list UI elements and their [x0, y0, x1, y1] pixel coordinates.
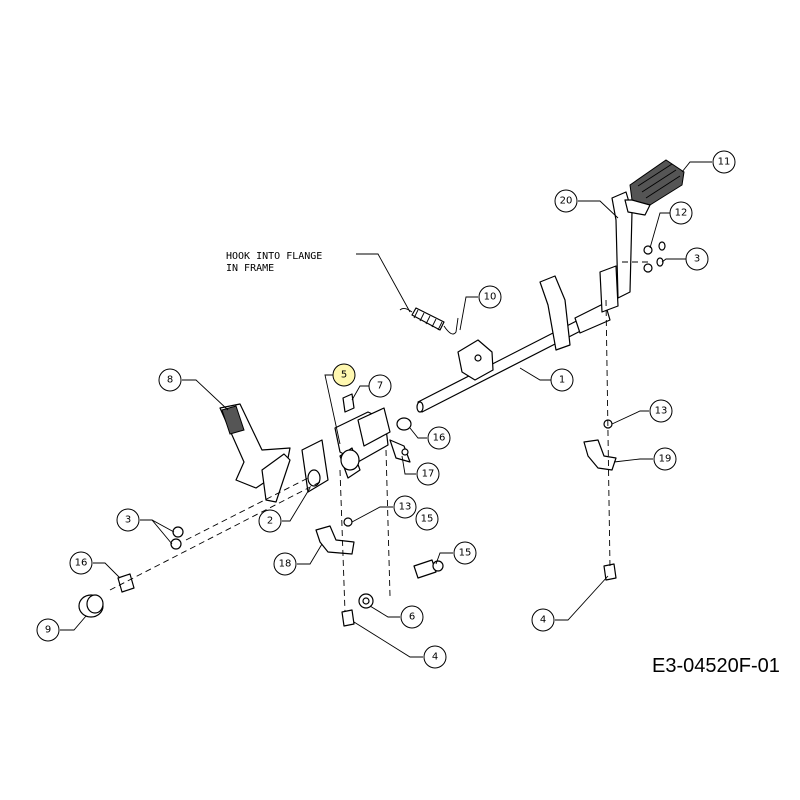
callout-label: 5	[341, 370, 347, 381]
callout-label: 13	[399, 502, 412, 513]
left-lower-hardware	[78, 526, 184, 618]
callout-4-center: 4	[423, 645, 447, 669]
callout-6: 6	[400, 605, 424, 629]
lower-hardware	[341, 419, 617, 627]
callout-20: 20	[554, 189, 578, 213]
callout-label: 9	[45, 625, 51, 636]
right-pedal	[599, 159, 685, 313]
callout-10: 10	[478, 285, 502, 309]
callout-1: 1	[550, 368, 574, 392]
callout-2: 2	[258, 509, 282, 533]
callout-16-lower: 16	[69, 551, 93, 575]
callout-3-left: 3	[116, 508, 140, 532]
callout-15-lower: 15	[453, 541, 477, 565]
right-hardware	[643, 241, 666, 273]
spring	[399, 307, 459, 335]
cross-shaft	[416, 302, 611, 413]
callout-label: 4	[540, 615, 546, 626]
callout-label: 12	[675, 208, 688, 219]
bracket-18	[315, 525, 355, 555]
callout-label: 19	[659, 454, 672, 465]
callout-19: 19	[653, 447, 677, 471]
callout-13-upper: 13	[649, 399, 673, 423]
callout-9: 9	[36, 618, 60, 642]
note-line-1: HOOK INTO FLANGE	[226, 251, 322, 262]
callout-label: 13	[655, 406, 668, 417]
callout-label: 10	[484, 292, 497, 303]
callout-12: 12	[669, 201, 693, 225]
callout-15-upper: 15	[415, 507, 439, 531]
callout-label: 17	[422, 469, 435, 480]
callout-label: 6	[409, 612, 415, 623]
callout-16-upper: 16	[427, 426, 451, 450]
callout-7: 7	[368, 374, 392, 398]
callout-label: 15	[421, 514, 434, 525]
center-bracket	[334, 393, 412, 479]
callout-13-lower: 13	[393, 495, 417, 519]
callout-label: 7	[377, 381, 383, 392]
callout-label: 3	[694, 254, 700, 265]
flange-note: HOOK INTO FLANGE IN FRAME	[226, 251, 322, 274]
callout-label: 20	[560, 196, 573, 207]
callout-label: 8	[167, 375, 173, 386]
callout-label: 3	[125, 515, 131, 526]
callout-label: 16	[75, 558, 88, 569]
callout-label: 16	[433, 433, 446, 444]
callout-label: 4	[432, 652, 438, 663]
callout-17: 17	[416, 462, 440, 486]
callout-label: 11	[718, 157, 731, 168]
callout-8: 8	[158, 368, 182, 392]
assembly-lines	[109, 261, 648, 613]
callout-11: 11	[712, 150, 736, 174]
callout-label: 1	[559, 375, 565, 386]
bracket-19	[583, 439, 617, 471]
callout-label: 18	[279, 559, 292, 570]
leader-lines	[60, 161, 712, 658]
callout-label: 2	[267, 516, 273, 527]
callout-3-right: 3	[685, 247, 709, 271]
callout-18: 18	[273, 552, 297, 576]
callout-4-right: 4	[531, 608, 555, 632]
left-bracket	[301, 439, 329, 493]
drawing-code: E3-04520F-01	[652, 655, 780, 677]
left-pedal	[219, 403, 291, 503]
note-line-2: IN FRAME	[226, 263, 274, 274]
callout-5: 5	[332, 363, 356, 387]
shaft-arm	[457, 275, 571, 381]
callout-label: 15	[459, 548, 472, 559]
